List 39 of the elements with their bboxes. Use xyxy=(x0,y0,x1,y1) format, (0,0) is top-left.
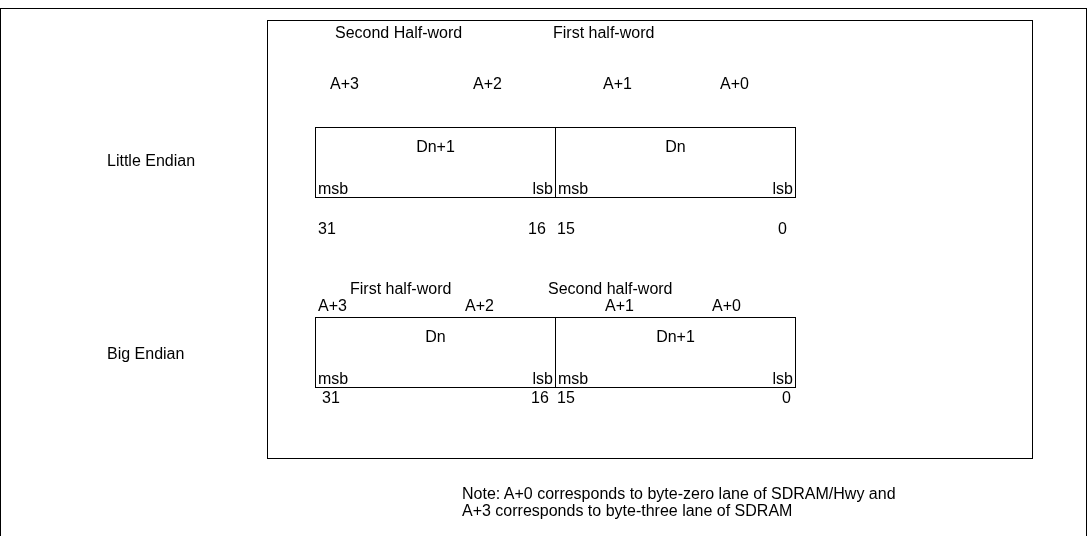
bit-order-label: msb xyxy=(318,180,349,197)
bit-order-label: lsb xyxy=(532,370,553,387)
bit-number: 0 xyxy=(782,389,791,406)
bit-order-label: msb xyxy=(318,370,349,387)
half-word-label: Second Half-word xyxy=(335,24,463,41)
bit-order-label: lsb xyxy=(532,180,553,197)
half-word-label: First half-word xyxy=(350,280,452,297)
bit-number: 0 xyxy=(778,220,787,237)
address-label: A+1 xyxy=(603,75,632,92)
bit-number: 16 xyxy=(531,389,549,406)
endian-label: Big Endian xyxy=(107,345,185,362)
register-name: Dn+1 xyxy=(415,138,456,155)
address-label: A+3 xyxy=(318,297,347,314)
half-word-label: Second half-word xyxy=(548,280,673,297)
bit-order-label: lsb xyxy=(772,180,793,197)
register-half-box xyxy=(315,127,556,198)
register-half-box xyxy=(555,317,796,388)
bit-order-label: lsb xyxy=(772,370,793,387)
register-half-box xyxy=(555,127,796,198)
register-half-box xyxy=(315,317,556,388)
bit-order-label: msb xyxy=(558,180,589,197)
bit-number: 31 xyxy=(322,389,340,406)
note-text: Note: A+0 corresponds to byte-zero lane of SDRAM/Hwy and A+3 corresponds to byte-three lane of SDRAM xyxy=(462,485,897,519)
bit-order-label: msb xyxy=(558,370,589,387)
bit-number: 31 xyxy=(318,220,336,237)
register-name: Dn xyxy=(424,328,447,345)
half-word-label: First half-word xyxy=(553,24,655,41)
address-label: A+1 xyxy=(605,297,634,314)
bit-number: 15 xyxy=(557,220,575,237)
register-name: Dn xyxy=(664,138,687,155)
address-label: A+0 xyxy=(712,297,741,314)
endian-label: Little Endian xyxy=(107,152,196,169)
bit-number: 15 xyxy=(557,389,575,406)
register-name: Dn+1 xyxy=(655,328,696,345)
address-label: A+0 xyxy=(720,75,749,92)
address-label: A+3 xyxy=(330,75,359,92)
bit-number: 16 xyxy=(528,220,546,237)
address-label: A+2 xyxy=(465,297,494,314)
address-label: A+2 xyxy=(473,75,502,92)
